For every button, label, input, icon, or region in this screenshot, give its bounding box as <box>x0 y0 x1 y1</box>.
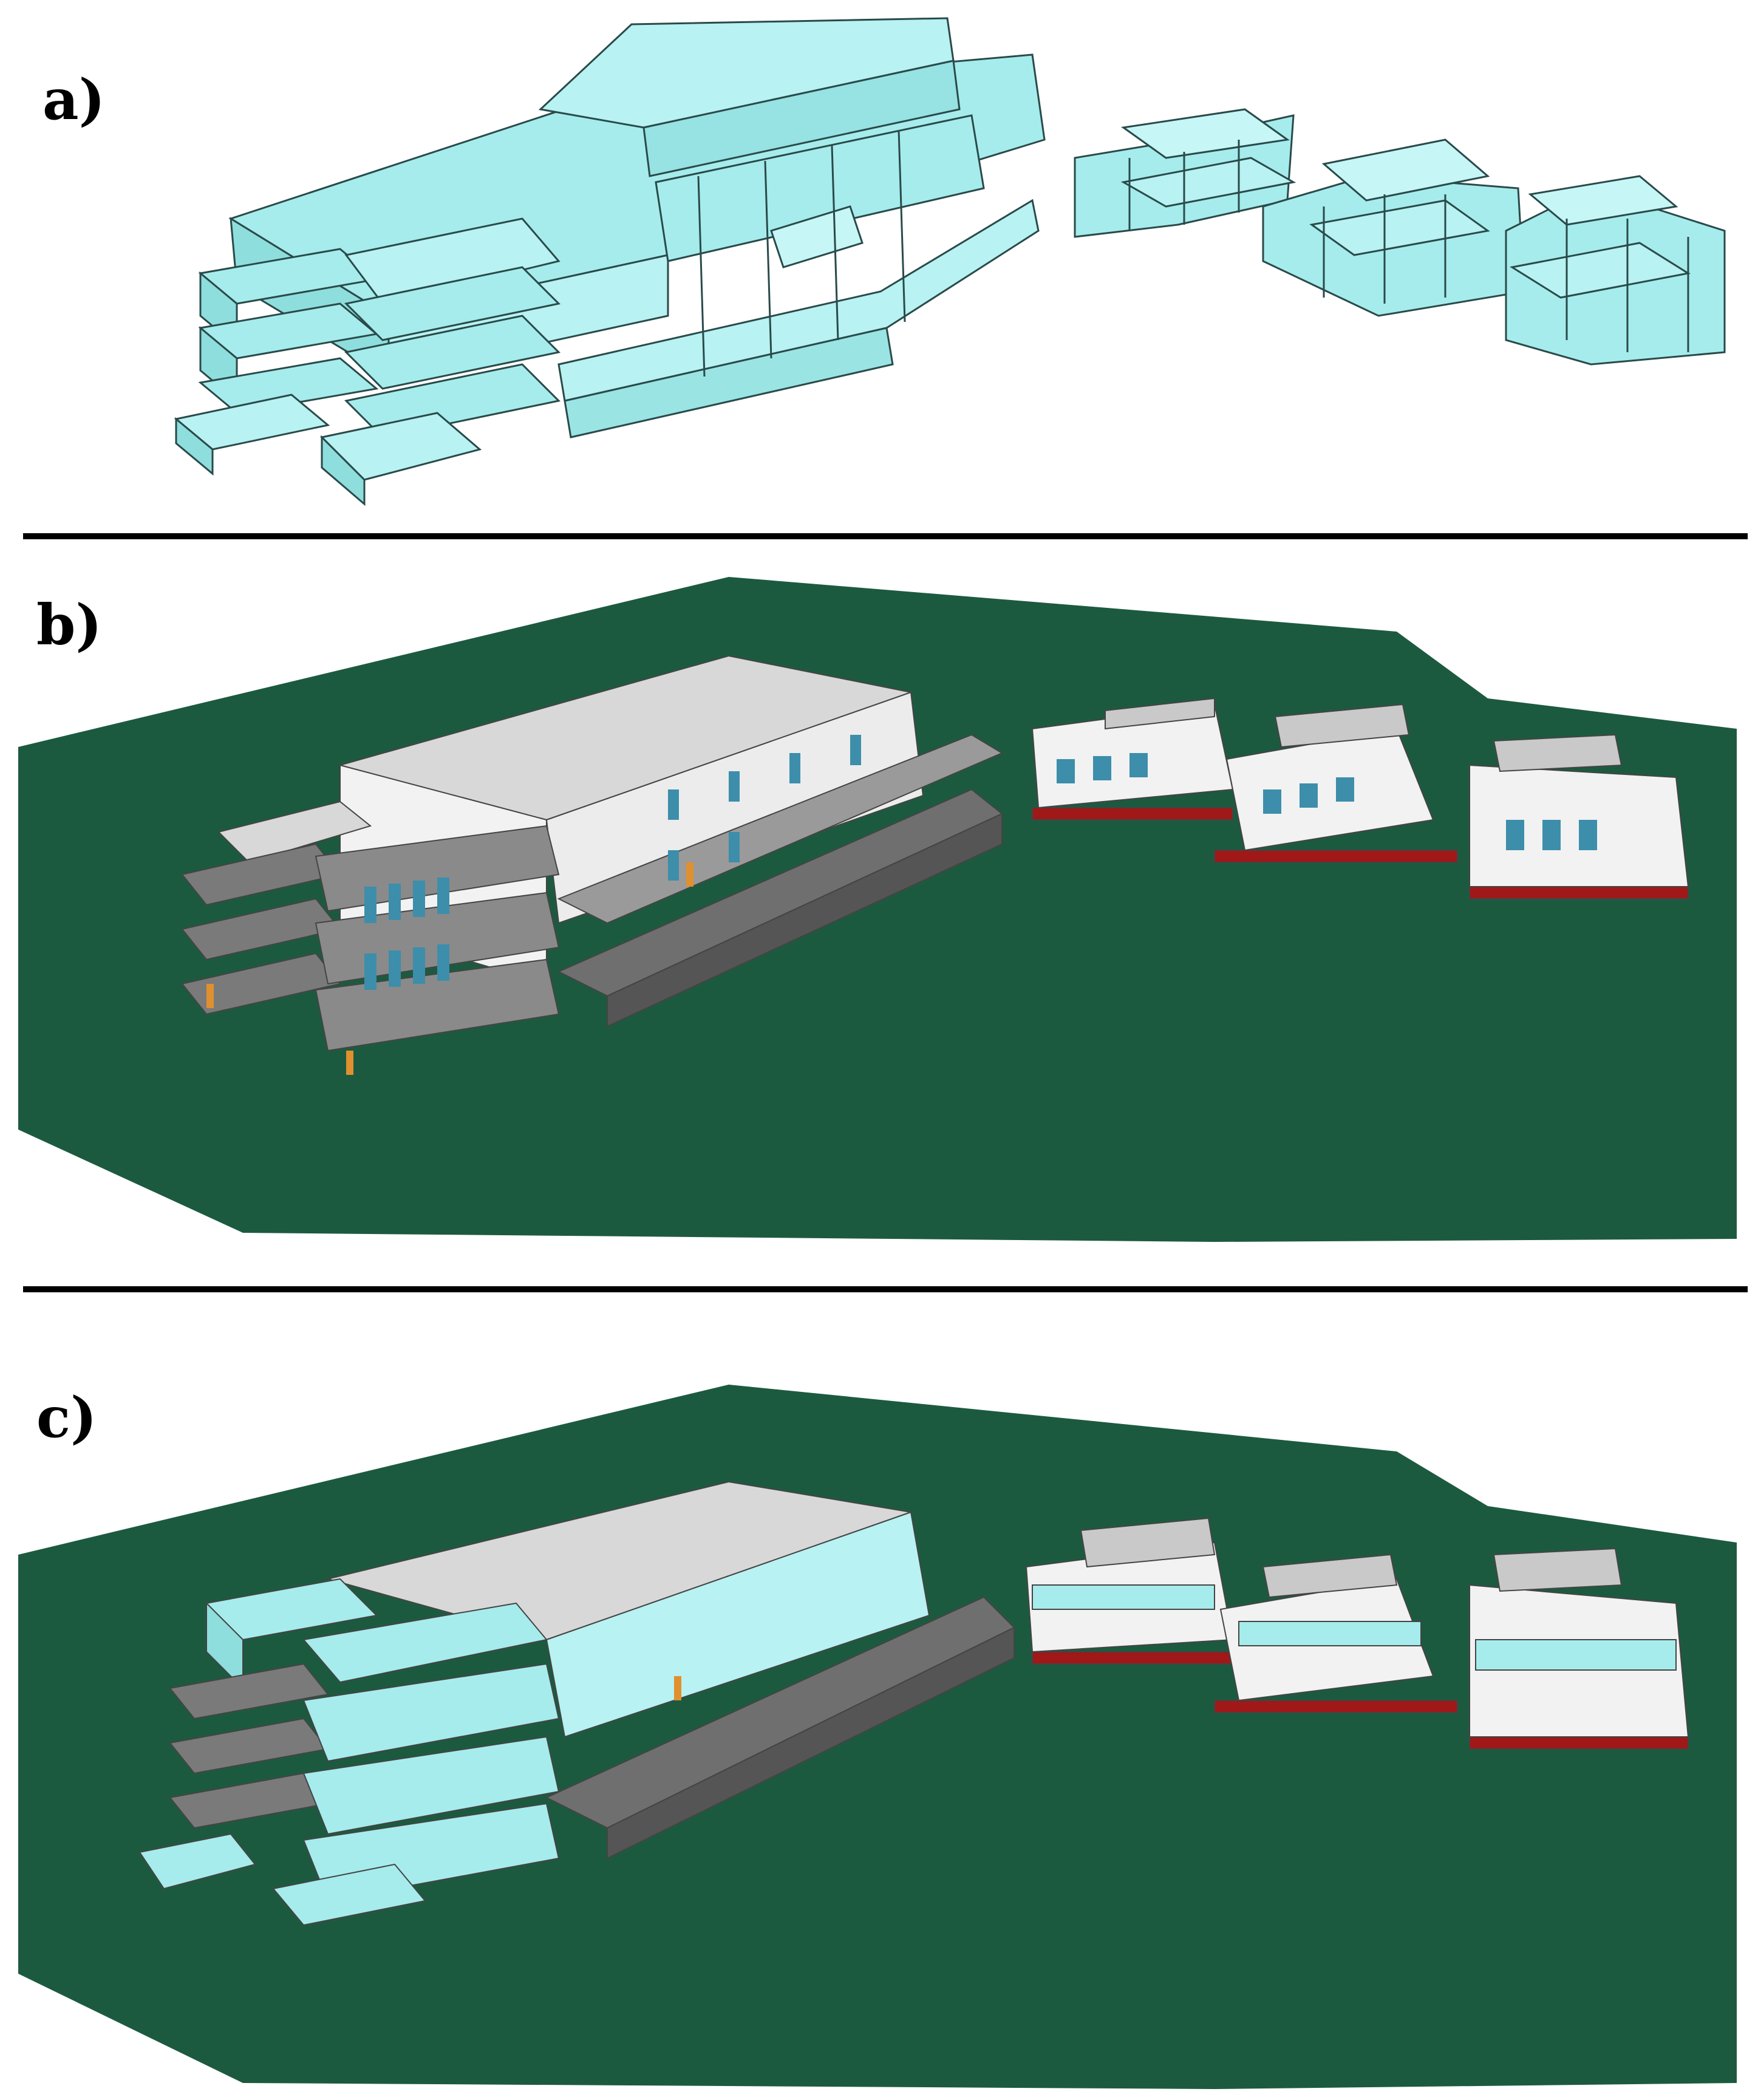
main-building-combined <box>138 1481 1015 1926</box>
combined-drawing <box>18 1385 1737 2089</box>
panel-label-a: a) <box>43 67 106 132</box>
main-building-windows <box>364 735 861 990</box>
panel-divider <box>23 1286 1748 1292</box>
townhouse-models <box>1031 697 1689 899</box>
panel-a-thermal-zones: a) <box>0 0 1758 528</box>
townhouse-zones <box>1074 108 1726 366</box>
townhouse-combined <box>1025 1517 1689 1750</box>
zones-drawing <box>174 17 1726 506</box>
panel-b-architectural-model: b) <box>0 534 1758 1275</box>
panel-label-b: b) <box>36 592 102 658</box>
panel-label-c: c) <box>36 1385 97 1450</box>
panel-divider <box>23 533 1748 539</box>
door-marks <box>206 862 693 1075</box>
panel-c-combined-model: c) <box>0 1300 1758 2100</box>
model-drawing <box>18 577 1737 1242</box>
door-marks <box>674 1676 681 1700</box>
main-building-zones <box>174 17 1046 506</box>
townhouse-windows <box>1057 753 1597 850</box>
